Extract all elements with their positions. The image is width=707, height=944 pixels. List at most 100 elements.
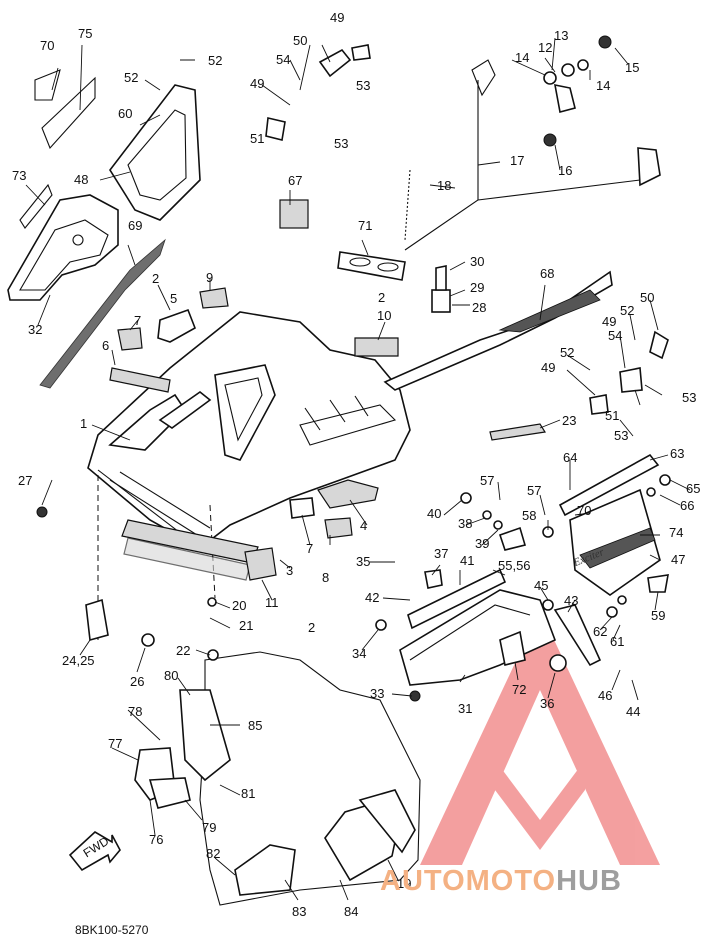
callout-label: 6 bbox=[102, 338, 109, 353]
callout-label: 31 bbox=[458, 701, 472, 716]
callout-label: 83 bbox=[292, 904, 306, 919]
callout-label: 62 bbox=[593, 624, 607, 639]
watermark-text: AUTOMOTOHUB bbox=[380, 865, 622, 897]
callout-label: 37 bbox=[434, 546, 448, 561]
callout-label: 17 bbox=[510, 153, 524, 168]
cable-assembly bbox=[404, 35, 661, 251]
callout-label: 45 bbox=[534, 578, 548, 593]
side-console bbox=[399, 453, 661, 686]
callout-label: 24,25 bbox=[62, 653, 95, 668]
callout-label: 71 bbox=[358, 218, 372, 233]
callout-label: 36 bbox=[540, 696, 554, 711]
callout-label: 51 bbox=[250, 131, 264, 146]
hardware bbox=[36, 44, 671, 702]
callout-label: 63 bbox=[670, 446, 684, 461]
callout-label: 78 bbox=[128, 704, 142, 719]
callout-label: 48 bbox=[74, 172, 88, 187]
callout-label: 57 bbox=[527, 483, 541, 498]
callout-label: 54 bbox=[276, 52, 290, 67]
callout-label: 42 bbox=[365, 590, 379, 605]
callout-label: 69 bbox=[128, 218, 142, 233]
callout-label: 49 bbox=[250, 76, 264, 91]
callout-label: 3 bbox=[286, 563, 293, 578]
callout-label: 68 bbox=[540, 266, 554, 281]
callout-label: 2 bbox=[308, 620, 315, 635]
callout-label: 27 bbox=[18, 473, 32, 488]
callout-label: 20 bbox=[232, 598, 246, 613]
callout-label: 33 bbox=[370, 686, 384, 701]
callout-label: 5 bbox=[170, 291, 177, 306]
callout-label: 73 bbox=[12, 168, 26, 183]
callout-label: 59 bbox=[651, 608, 665, 623]
callout-label: 53 bbox=[356, 78, 370, 93]
callout-label: 19 bbox=[397, 876, 411, 891]
callout-label: 54 bbox=[608, 328, 622, 343]
callout-label: 43 bbox=[564, 593, 578, 608]
callout-label: 14 bbox=[596, 78, 610, 93]
callout-label: 40 bbox=[427, 506, 441, 521]
callout-label: 70 bbox=[40, 38, 54, 53]
callout-label: 53 bbox=[334, 136, 348, 151]
side-panels bbox=[7, 69, 201, 389]
callout-label: 82 bbox=[206, 846, 220, 861]
callout-label: 60 bbox=[118, 106, 132, 121]
callout-label: 21 bbox=[239, 618, 253, 633]
callout-label: 41 bbox=[460, 553, 474, 568]
callout-label: 47 bbox=[671, 552, 685, 567]
callout-label: 70 bbox=[577, 503, 591, 518]
callout-label: 9 bbox=[206, 270, 213, 285]
callout-label: 29 bbox=[470, 280, 484, 295]
callout-label: 2 bbox=[378, 290, 385, 305]
callout-label: 18 bbox=[437, 178, 451, 193]
diagram-code: 8BK100-5270 bbox=[75, 923, 149, 937]
callout-label: 26 bbox=[130, 674, 144, 689]
callout-label: 39 bbox=[475, 536, 489, 551]
callout-label: 52 bbox=[620, 303, 634, 318]
callout-label: 76 bbox=[149, 832, 163, 847]
callout-label: 7 bbox=[306, 541, 313, 556]
callout-label: 15 bbox=[625, 60, 639, 75]
callout-label: 49 bbox=[330, 10, 344, 25]
gasket-and-clips bbox=[279, 199, 451, 313]
callout-label: 74 bbox=[669, 525, 683, 540]
callout-label: 49 bbox=[602, 314, 616, 329]
callout-label: 4 bbox=[360, 518, 367, 533]
watermark-part-3: HUB bbox=[556, 865, 622, 897]
callout-label: 52 bbox=[208, 53, 222, 68]
callout-label: 79 bbox=[202, 820, 216, 835]
callout-label: 50 bbox=[293, 33, 307, 48]
callout-label: 11 bbox=[265, 595, 279, 610]
callout-label: 50 bbox=[640, 290, 654, 305]
callout-label: 8 bbox=[322, 570, 329, 585]
svg-text:AUTOMOTOHUB: AUTOMOTOHUB bbox=[380, 865, 622, 897]
leader-lines bbox=[25, 37, 691, 901]
watermark-part-1: AUTO bbox=[380, 865, 466, 897]
callout-label: 75 bbox=[78, 26, 92, 41]
callout-label: 66 bbox=[680, 498, 694, 513]
watermark-part-2: MOTO bbox=[466, 865, 556, 897]
callout-label: 32 bbox=[28, 322, 42, 337]
callout-label: 49 bbox=[541, 360, 555, 375]
watermark-logo bbox=[420, 610, 660, 865]
callout-label: 61 bbox=[610, 634, 624, 649]
callout-label: 57 bbox=[480, 473, 494, 488]
callout-label: 34 bbox=[352, 646, 366, 661]
callout-label: 1 bbox=[80, 416, 87, 431]
callout-label: 46 bbox=[598, 688, 612, 703]
callout-label: 23 bbox=[562, 413, 576, 428]
callout-label: 52 bbox=[124, 70, 138, 85]
callout-label: 28 bbox=[472, 300, 486, 315]
callout-label: 22 bbox=[176, 643, 190, 658]
callout-label: 51 bbox=[605, 408, 619, 423]
foam-strips bbox=[109, 337, 399, 581]
callout-label: 55,56 bbox=[498, 558, 531, 573]
callout-label: 81 bbox=[241, 786, 255, 801]
callout-label: 30 bbox=[470, 254, 484, 269]
callout-label: 13 bbox=[554, 28, 568, 43]
callout-label: 12 bbox=[538, 40, 552, 55]
callout-label: 53 bbox=[614, 428, 628, 443]
callout-label: 16 bbox=[558, 163, 572, 178]
callout-label: 10 bbox=[377, 308, 391, 323]
callout-label: 67 bbox=[288, 173, 302, 188]
